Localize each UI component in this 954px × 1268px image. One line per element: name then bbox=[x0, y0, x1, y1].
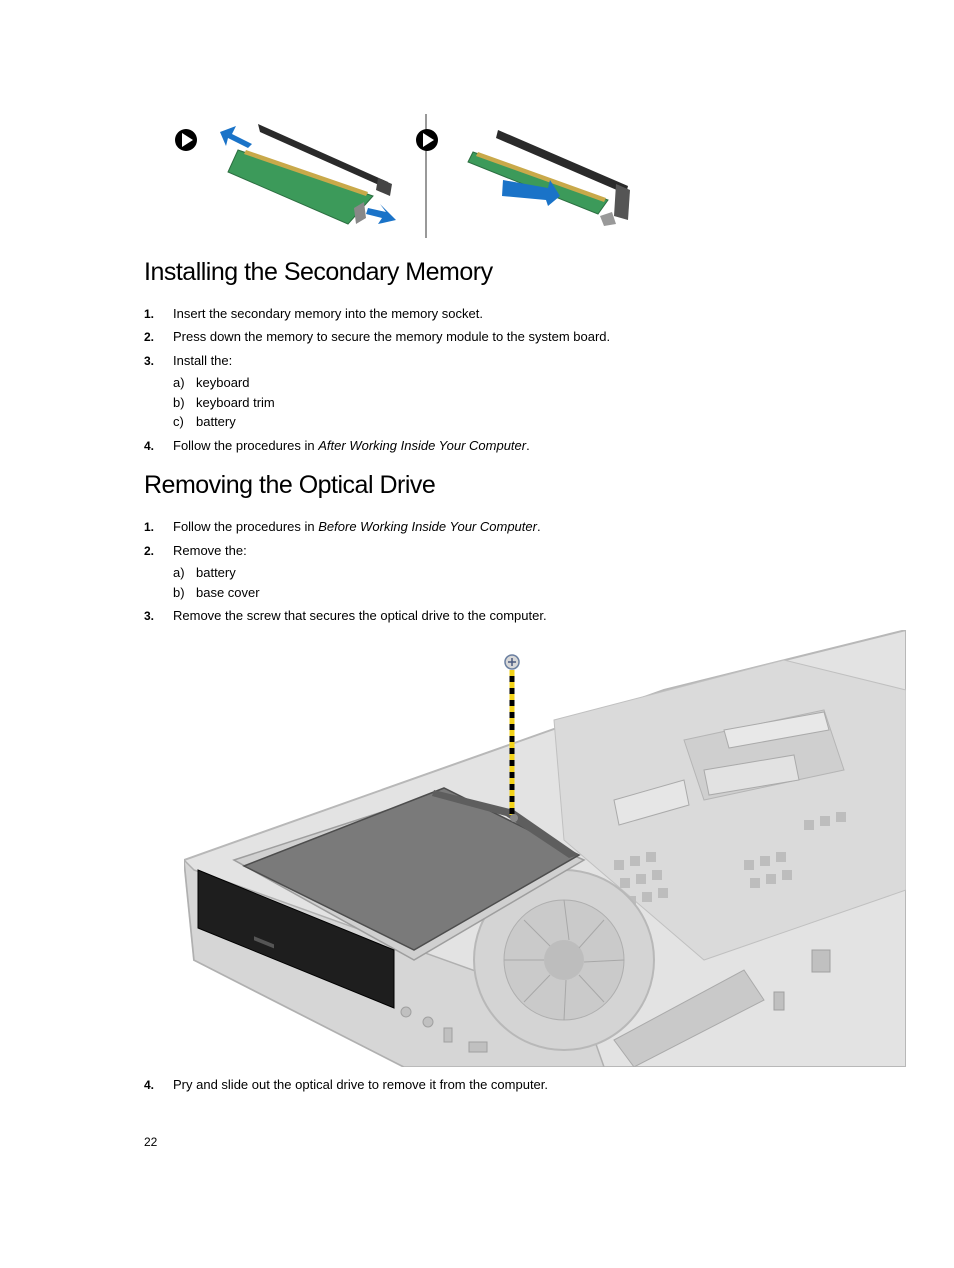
step-number: 3. bbox=[144, 609, 155, 623]
step-text: Follow the procedures in Before Working … bbox=[173, 519, 541, 535]
step-text: Press down the memory to secure the memo… bbox=[173, 329, 611, 344]
sub-text: base cover bbox=[196, 585, 260, 600]
sub-text: keyboard bbox=[196, 375, 250, 390]
optical-drive-bezel bbox=[197, 869, 395, 1009]
sub-letter: b) bbox=[173, 395, 185, 410]
sub-letter: c) bbox=[173, 414, 184, 429]
step-text: Install the: bbox=[173, 353, 233, 368]
cross-reference-link: Before Working Inside Your Computer bbox=[318, 519, 537, 534]
step-text: Remove the screw that secures the optica… bbox=[173, 608, 547, 623]
step-number: 1. bbox=[144, 307, 155, 321]
memory-panel-left bbox=[175, 124, 396, 225]
sub-text: keyboard trim bbox=[196, 395, 275, 410]
sub-text: battery bbox=[196, 565, 236, 580]
cross-reference-link: After Working Inside Your Computer bbox=[318, 438, 527, 453]
step-number: 1. bbox=[144, 520, 155, 534]
step-number: 4. bbox=[144, 439, 155, 453]
step-number: 2. bbox=[144, 544, 155, 558]
memory-illustration bbox=[175, 114, 630, 238]
step-text-plain: Follow the procedures in bbox=[173, 438, 319, 453]
sub-letter: a) bbox=[173, 565, 185, 580]
step-number: 2. bbox=[144, 330, 155, 344]
step-text-plain: Follow the procedures in bbox=[173, 519, 319, 534]
sub-text: battery bbox=[196, 414, 236, 429]
step-number: 4. bbox=[144, 1078, 155, 1092]
laptop-base-illustration bbox=[184, 630, 906, 1067]
sub-letter: b) bbox=[173, 585, 185, 600]
memory-figure bbox=[168, 112, 668, 240]
step-text: Follow the procedures in After Working I… bbox=[173, 438, 530, 454]
step-text: Pry and slide out the optical drive to r… bbox=[173, 1077, 549, 1092]
step-text-plain: . bbox=[526, 438, 530, 453]
step-text: Insert the secondary memory into the mem… bbox=[173, 306, 483, 321]
memory-panel-right bbox=[416, 129, 630, 226]
section-heading-installing-memory: Installing the Secondary Memory bbox=[144, 258, 493, 286]
optical-drive-figure bbox=[184, 630, 906, 1067]
sub-letter: a) bbox=[173, 375, 185, 390]
step-text: Remove the: bbox=[173, 543, 247, 558]
section-heading-removing-optical-drive: Removing the Optical Drive bbox=[144, 471, 436, 499]
step-text-plain: . bbox=[536, 519, 541, 534]
step-number: 3. bbox=[144, 354, 155, 368]
page-number: 22 bbox=[144, 1135, 158, 1149]
